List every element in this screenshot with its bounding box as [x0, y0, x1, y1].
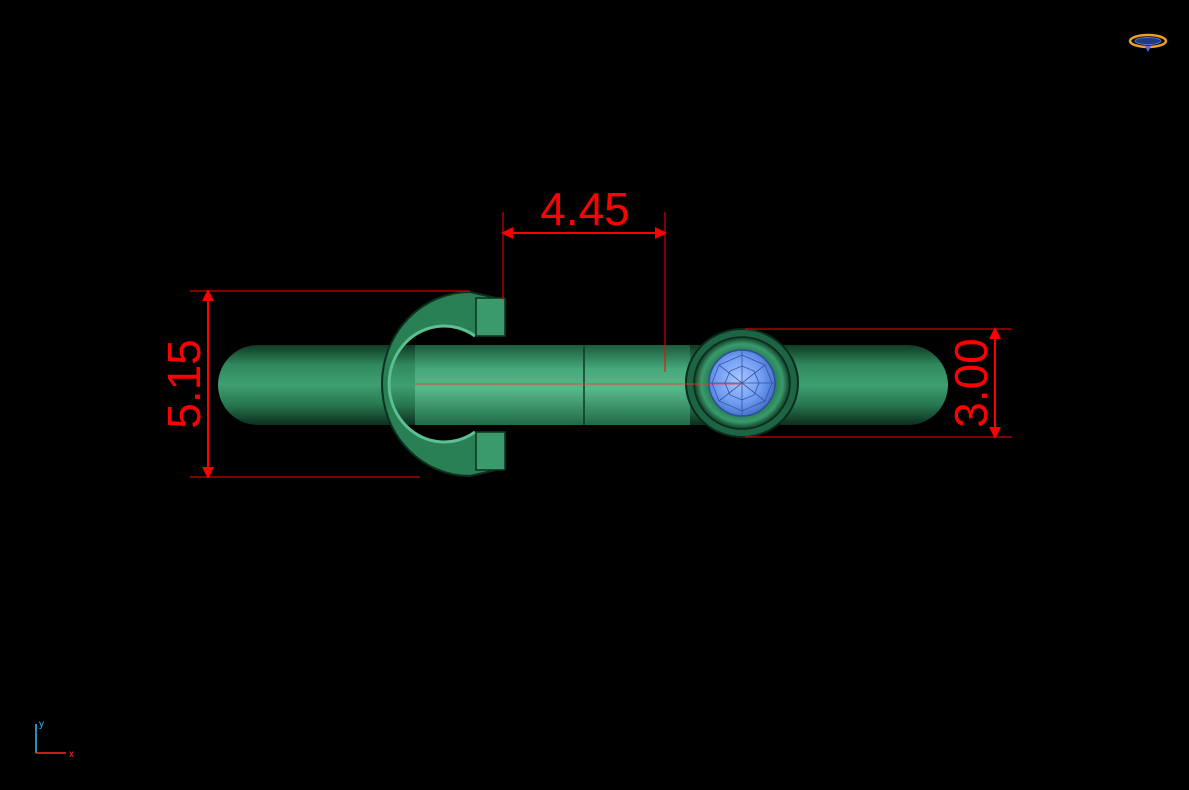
dimension-height-right[interactable]: 3.00: [745, 327, 1012, 439]
c-setting[interactable]: [381, 290, 506, 478]
c-setting-top-tip: [475, 297, 506, 337]
axis-x-label: x: [69, 749, 74, 760]
stone-setting[interactable]: [685, 328, 799, 438]
gemstone-facets: [709, 350, 775, 416]
c-setting-inner-edge: [387, 324, 476, 444]
view-cube-icon[interactable]: [1128, 33, 1168, 52]
gap-dimension-label: 4.45: [540, 183, 630, 235]
band-highlight: [415, 345, 690, 425]
dimension-gap[interactable]: 4.45: [501, 183, 667, 372]
right-height-label: 3.00: [945, 338, 997, 428]
dimension-height-left[interactable]: 5.15: [158, 289, 470, 479]
axis-y-label: y: [39, 719, 44, 730]
c-setting-bottom-tip: [475, 431, 506, 471]
ring-band[interactable]: [218, 345, 948, 425]
left-height-label: 5.15: [158, 339, 210, 429]
axis-triad-icon: y x: [35, 719, 74, 760]
